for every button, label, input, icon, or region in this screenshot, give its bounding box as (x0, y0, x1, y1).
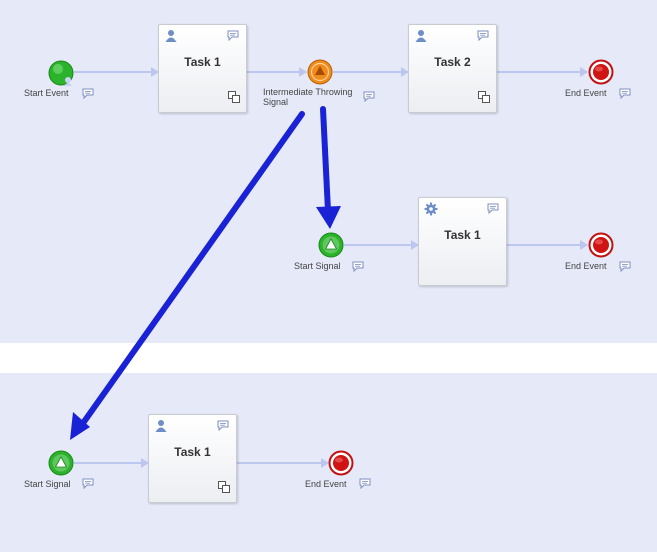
comment-icon[interactable] (227, 30, 239, 41)
signal-start-icon (318, 232, 344, 258)
comment-icon[interactable] (82, 478, 94, 489)
start-event-label: Start Event (24, 88, 69, 98)
task-1-box-row3[interactable]: Task 1 (148, 414, 237, 503)
start-signal-label: Start Signal (294, 261, 341, 271)
comment-icon[interactable] (363, 91, 375, 102)
user-icon (164, 29, 178, 43)
comment-icon[interactable] (359, 478, 371, 489)
task-2-box[interactable]: Task 2 (408, 24, 497, 113)
end-event-row3[interactable] (328, 450, 354, 476)
comment-icon[interactable] (477, 30, 489, 41)
gear-icon (424, 202, 438, 216)
start-event[interactable] (48, 60, 74, 86)
subprocess-icon (227, 90, 241, 104)
comment-icon[interactable] (352, 261, 364, 272)
comment-icon[interactable] (487, 203, 499, 214)
subprocess-icon (217, 480, 231, 494)
arrow-signal-to-row2 (320, 106, 331, 214)
start-signal-label: Start Signal (24, 479, 71, 489)
end-event[interactable] (588, 59, 614, 85)
task-1-service-box[interactable]: Task 1 (418, 197, 507, 286)
comment-icon[interactable] (82, 88, 94, 99)
intermediate-throwing-signal[interactable] (307, 59, 333, 85)
start-signal-row3[interactable] (48, 450, 74, 476)
intermediate-label-line1: Intermediate Throwing (263, 87, 353, 97)
intermediate-label-line2: Signal (263, 97, 289, 107)
start-signal-row2[interactable] (318, 232, 344, 258)
comment-icon[interactable] (217, 420, 229, 431)
task-title: Task 2 (434, 55, 471, 69)
end-event-icon (588, 59, 614, 85)
signal-start-icon (48, 450, 74, 476)
arrow-head-row3 (70, 412, 90, 440)
task-title: Task 1 (184, 55, 221, 69)
comment-icon[interactable] (619, 261, 631, 272)
comment-icon[interactable] (619, 88, 631, 99)
arrow-signal-to-row3 (78, 111, 305, 429)
end-event-icon (588, 232, 614, 258)
user-icon (414, 29, 428, 43)
start-event-user-icon (48, 60, 74, 86)
task-1-box[interactable]: Task 1 (158, 24, 247, 113)
task-title: Task 1 (174, 445, 211, 459)
end-event-label: End Event (565, 261, 607, 271)
task-title: Task 1 (444, 228, 481, 242)
user-icon (154, 419, 168, 433)
end-event-row2[interactable] (588, 232, 614, 258)
signal-throw-icon (307, 59, 333, 85)
subprocess-icon (477, 90, 491, 104)
end-event-label: End Event (305, 479, 347, 489)
end-event-label: End Event (565, 88, 607, 98)
arrow-head-row2 (316, 206, 341, 229)
end-event-icon (328, 450, 354, 476)
